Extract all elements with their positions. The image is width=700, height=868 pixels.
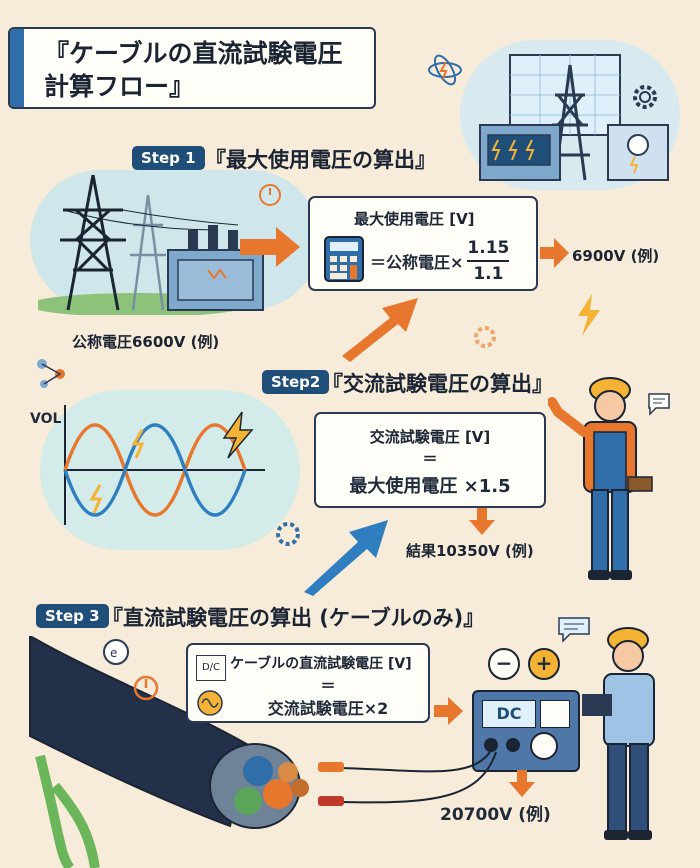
step1-fraction: 1.15 1.1 xyxy=(467,238,510,284)
chat-bubble-icon xyxy=(648,393,670,416)
minus-terminal: − xyxy=(488,648,520,680)
step2-badge: Step2 xyxy=(262,370,330,394)
title-box: 『ケーブルの直流試験電圧 計算フロー』 xyxy=(8,27,376,109)
dc-meter-knob xyxy=(506,738,520,752)
step1-badge: Step 1 xyxy=(132,146,205,170)
dc-meter-gauge xyxy=(540,700,570,728)
power-button-icon xyxy=(133,675,159,701)
step1-formula-box: 最大使用電圧 [V] ＝公称電圧× 1.15 1.1 xyxy=(308,196,538,291)
step1-result: 6900V (例) xyxy=(572,247,660,265)
wave-axis-label: VOL xyxy=(30,411,62,427)
step3-line1: ケーブルの直流試験電圧 [V] xyxy=(230,656,412,672)
gear-icon xyxy=(633,85,657,109)
dc-symbol-label: D/C xyxy=(201,662,221,673)
test-leads xyxy=(318,751,497,806)
electron-icon xyxy=(37,359,65,388)
worker-icon xyxy=(548,377,653,580)
arrow-to-step2-result xyxy=(469,508,495,535)
step3-result: 20700V (例) xyxy=(440,805,551,825)
dc-meter-label: DC xyxy=(496,704,522,723)
step1-numerator: 1.15 xyxy=(467,238,510,258)
ac-symbol-icon xyxy=(197,690,223,716)
lightning-icon xyxy=(222,411,254,459)
step3-line3: 交流試験電圧×2 xyxy=(267,699,389,718)
power-button-icon xyxy=(259,184,281,206)
arrow-to-meter xyxy=(434,697,463,725)
fraction-bar xyxy=(467,260,510,262)
arrow-into-step1-box xyxy=(240,227,300,267)
worker-icon xyxy=(582,627,655,840)
step1-formula-prefix: ＝公称電圧× xyxy=(370,253,464,272)
sine-wave-icon xyxy=(63,405,265,525)
atom-icon xyxy=(428,54,462,86)
step2-formula-box: 交流試験電圧 [V] ＝ 最大使用電圧 ×1.5 xyxy=(314,412,546,508)
arrow-step2-to-step3 xyxy=(304,520,388,596)
electron-icon: e xyxy=(103,639,129,665)
step3-title: 『直流試験電圧の算出 (ケーブルのみ)』 xyxy=(102,606,485,630)
arrow-to-step3-result xyxy=(509,770,535,797)
dc-symbol-icon: D/C xyxy=(196,655,226,681)
step2-line1: 交流試験電圧 [V] xyxy=(369,428,491,446)
title-accent-bar xyxy=(10,29,24,107)
step3-badge: Step 3 xyxy=(36,604,109,628)
gear-icon xyxy=(276,522,300,546)
plus-symbol: + xyxy=(535,651,553,675)
arrow-step1-to-step2 xyxy=(342,298,418,362)
step3-formula-box: D/C ケーブルの直流試験電圧 [V] ＝ 交流試験電圧×2 xyxy=(186,643,430,723)
dc-meter-knob xyxy=(484,738,498,752)
svg-text:e: e xyxy=(110,646,117,660)
step1-box-heading: 最大使用電圧 [V] xyxy=(354,210,475,228)
cable-icon xyxy=(29,636,309,868)
step2-line3: 最大使用電圧 ×1.5 xyxy=(349,476,511,497)
dc-meter-dial xyxy=(530,732,558,760)
step1-input-label: 公称電圧6600V (例) xyxy=(72,333,220,351)
step2-result: 結果10350V (例) xyxy=(406,542,534,560)
page-title: 『ケーブルの直流試験電圧 計算フロー』 xyxy=(44,39,343,101)
arrow-to-step1-result xyxy=(540,238,569,268)
calculator-icon xyxy=(324,236,364,282)
dc-meter-icon: DC xyxy=(472,690,580,772)
step1-denominator: 1.1 xyxy=(473,264,504,284)
step2-line2: ＝ xyxy=(422,450,438,468)
substation-illustration xyxy=(479,54,669,181)
lightning-icon xyxy=(578,294,600,336)
plus-terminal: + xyxy=(528,648,560,680)
chat-bubble-icon xyxy=(558,617,590,643)
step1-title: 『最大使用電圧の算出』 xyxy=(205,148,436,172)
step2-title: 『交流試験電圧の算出』 xyxy=(322,372,553,396)
power-tower-icon xyxy=(38,174,264,315)
dc-meter-display: DC xyxy=(482,700,536,728)
gear-icon xyxy=(474,326,496,348)
step3-line2: ＝ xyxy=(320,677,336,695)
step1-formula: ＝公称電圧× 1.15 1.1 xyxy=(370,238,510,284)
minus-symbol: − xyxy=(495,651,513,675)
